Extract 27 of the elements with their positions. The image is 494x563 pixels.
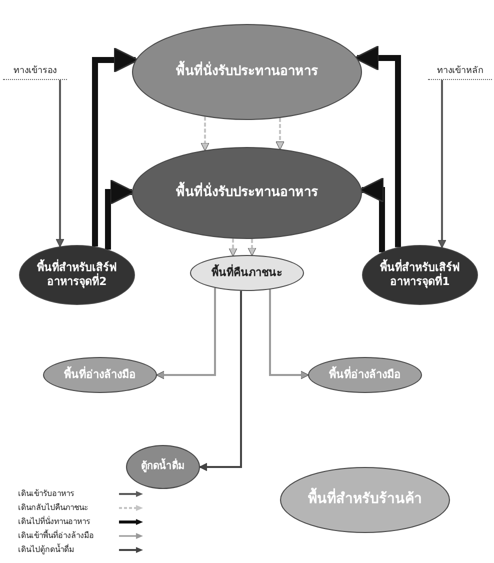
legend-text: เดินกลับไปคืนภาชนะ	[18, 502, 89, 513]
arrow	[269, 289, 310, 380]
arrow	[354, 45, 401, 248]
serving-ellipse: พื้นที่สำหรับเสิร์ฟ อาหารจุดที่2	[19, 245, 135, 305]
arrow	[438, 80, 446, 248]
area-ellipse: พื้นที่อ่างล้างมือ	[43, 357, 157, 393]
legend-text: เดินเข้าพื้นที่อ่างล้างมือ	[18, 530, 95, 541]
legend-text: เดินเข้ารับอาหาร	[18, 488, 75, 499]
arrow	[248, 238, 256, 256]
area-ellipse: พื้นที่คืนภาชนะ	[190, 255, 304, 291]
entrance-label: ทางเข้าหลัก	[428, 64, 492, 80]
legend-text: เดินไปตู้กดน้ำดื่ม	[18, 544, 75, 555]
arrow	[198, 290, 242, 472]
legend-text: เดินไปที่นั่งทานอาหาร	[18, 516, 91, 527]
arrow	[92, 47, 139, 246]
area-ellipse: พื้นที่นั่งรับประทานอาหาร	[132, 24, 362, 120]
area-ellipse: พื้นที่นั่งรับประทานอาหาร	[132, 147, 362, 239]
arrow	[156, 288, 216, 380]
arrow	[228, 238, 238, 257]
area-ellipse: พื้นที่อ่างล้างมือ	[308, 357, 422, 393]
serving-ellipse: พื้นที่สำหรับเสิร์ฟ อาหารจุดที่1	[362, 245, 478, 305]
area-ellipse: ตู้กดน้ำดื่ม	[126, 445, 200, 489]
entrance-label: ทางเข้ารอง	[3, 64, 67, 80]
arrow	[56, 80, 64, 248]
arrow	[200, 116, 210, 152]
area-ellipse: พื้นที่สำหรับร้านค้า	[280, 467, 450, 533]
arrow	[276, 118, 284, 150]
